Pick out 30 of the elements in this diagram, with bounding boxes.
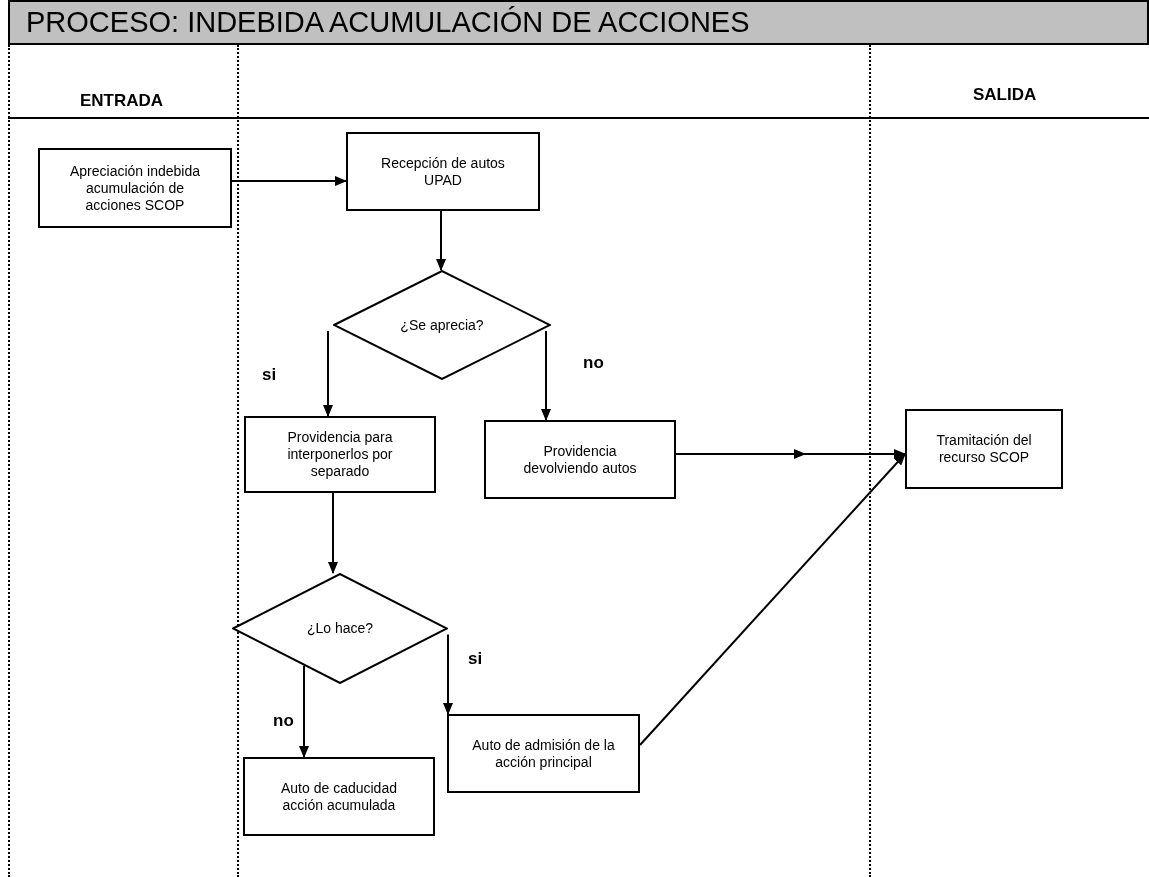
arrow: [639, 453, 906, 746]
arrow: [675, 449, 906, 459]
process-box: [243, 757, 435, 836]
decision-diamond: [232, 573, 448, 684]
process-box: [38, 148, 232, 228]
node-text: Recepción de autos UPAD: [380, 154, 506, 189]
node-text: Apreciación indebida acumulación de acciones SCOP: [69, 162, 201, 214]
column-header: ENTRADA: [80, 90, 164, 112]
title: PROCESO: INDEBIDA ACUMULACIÓN DE ACCIONES: [26, 8, 750, 37]
process-box: [905, 409, 1063, 489]
arrow: [443, 633, 453, 715]
node-text: Auto de caducidad acción acumulada: [280, 779, 398, 814]
arrow: [328, 492, 338, 574]
arrow: [436, 210, 446, 271]
node-text: Auto de admisión de la acción principal: [471, 736, 616, 771]
node-text: Tramitación del recurso SCOP: [935, 432, 1033, 466]
column-header: SALIDA: [973, 84, 1037, 106]
process-box: [484, 420, 676, 499]
arrow: [299, 664, 309, 758]
node-text: ¿Lo hace?: [306, 620, 374, 637]
process-box: [346, 132, 540, 211]
process-box: [244, 416, 436, 493]
node-text: Providencia para interponerlos por separado: [286, 429, 394, 480]
arrow: [323, 330, 333, 417]
node-text: Providencia devolviendo autos: [522, 442, 638, 477]
arrow: [541, 330, 551, 421]
decision-diamond: [333, 270, 551, 380]
node-text: ¿Se aprecia?: [400, 316, 484, 334]
arrow: [231, 176, 347, 186]
process-box: [447, 714, 640, 793]
